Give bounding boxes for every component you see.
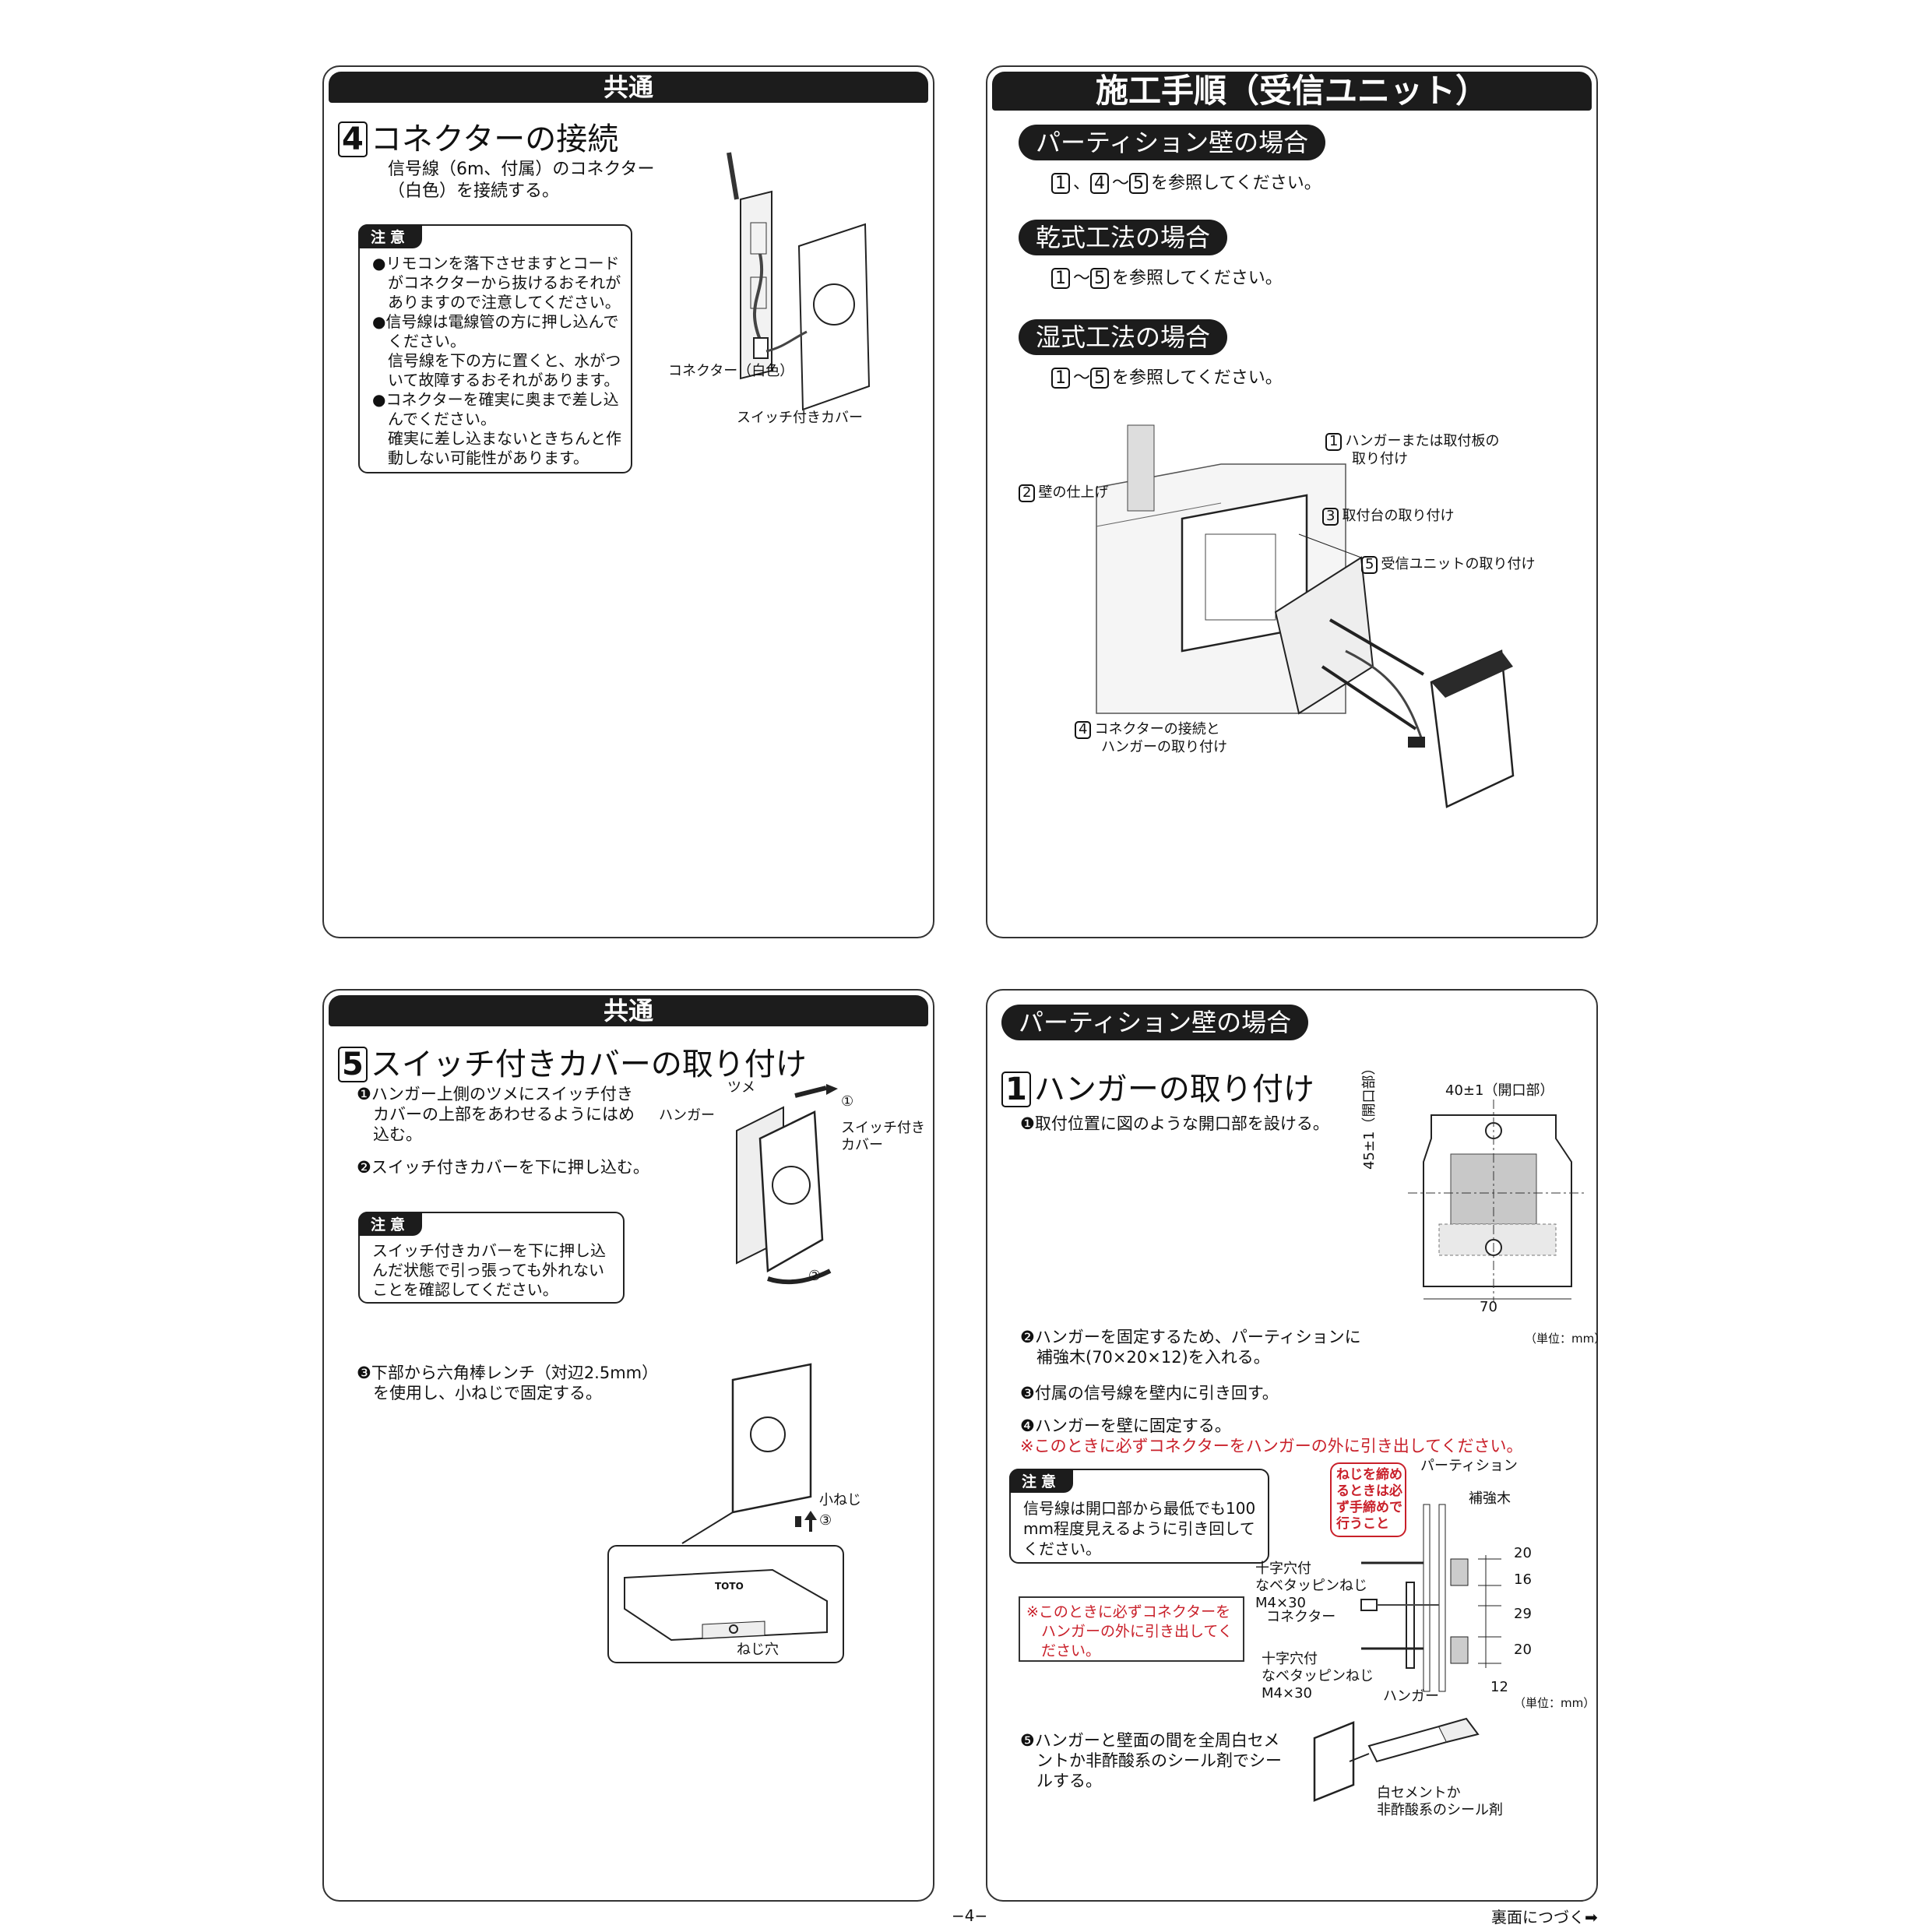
screw-fix-illustration xyxy=(681,1363,817,1544)
caution-box: 注意 スイッチ付きカバーを下に押し込んだ状態で引っ張っても外れないことを確認して… xyxy=(358,1212,625,1304)
dim-12: 12 xyxy=(1490,1679,1508,1695)
dim-top: 40±1（開口部） xyxy=(1445,1082,1554,1099)
caution-tag: 注意 xyxy=(1009,1469,1074,1493)
continue-note: 裏面につづく➡ xyxy=(1491,1908,1598,1927)
red-note-box: ※このときに必ずコネクターを ハンガーの外に引き出してく ださい。 xyxy=(1019,1596,1244,1662)
step-2: ❷スイッチ付きカバーを下に押し込む。 xyxy=(357,1158,649,1177)
receiver-exploded-illustration xyxy=(1096,424,1515,808)
label-screw: 小ねじ xyxy=(819,1492,861,1508)
panel-header: 施工手順（受信ユニット） xyxy=(992,72,1592,111)
section-pill-partition: パーティション壁の場合 xyxy=(1019,125,1326,160)
step-number: 1 xyxy=(1001,1072,1031,1107)
zoom-inset: TOTO ねじ穴 xyxy=(607,1545,844,1663)
step-1: ❶取付位置に図のような開口部を設ける。 xyxy=(1020,1114,1329,1133)
caution-box: 注意 ●リモコンを落下させますとコード がコネクターから抜けるおそれが あります… xyxy=(358,224,632,473)
seal-illustration xyxy=(1313,1717,1480,1802)
step-3: ❸付属の信号線を壁内に引き回す。 xyxy=(1020,1384,1279,1402)
page-number: −4− xyxy=(952,1906,988,1925)
step-1: ❶ハンガー上側のツメにスイッチ付き カバーの上部をあわせるようにはめ 込む。 xyxy=(357,1085,635,1144)
label-seal: 白セメントか非酢酸系のシール剤 xyxy=(1377,1785,1503,1818)
label-brand: TOTO xyxy=(715,1581,744,1592)
step-4: ❹ハンガーを壁に固定する。 ※このときに必ずコネクターをハンガーの外に引き出して… xyxy=(1020,1416,1523,1455)
unit-label: （単位：mm） xyxy=(1525,1332,1606,1346)
dim-20b: 20 xyxy=(1514,1642,1532,1658)
step-5: ❺ハンガーと壁面の間を全周白セメ ントか非酢酸系のシール剤でシー ルする。 xyxy=(1020,1731,1282,1790)
section-pill-dry: 乾式工法の場合 xyxy=(1019,220,1228,255)
screw-hole-closeup xyxy=(624,1568,828,1642)
step-number: 4 xyxy=(338,121,368,157)
caution-text: スイッチ付きカバーを下に押し込んだ状態で引っ張っても外れないことを確認してくださ… xyxy=(372,1241,606,1299)
step-3: ❸下部から六角棒レンチ（対辺2.5mm） を使用し、小ねじで固定する。 xyxy=(357,1364,659,1402)
label-cover-2: カバー xyxy=(841,1137,883,1153)
remote-connector-illustration xyxy=(727,152,871,411)
unit-label-2: （単位：mm） xyxy=(1514,1696,1596,1710)
panel-header: 共通 xyxy=(329,995,928,1026)
label-hanger: ハンガー xyxy=(1383,1688,1439,1705)
label-mark-2: ② xyxy=(808,1268,822,1284)
label-switch-cover: スイッチ付きカバー xyxy=(737,410,863,426)
label-mark-3: ③ xyxy=(819,1512,832,1529)
dim-16: 16 xyxy=(1514,1571,1532,1588)
label-partition: パーティション xyxy=(1420,1458,1518,1474)
section-pill-wet: 湿式工法の場合 xyxy=(1019,319,1228,355)
panel-header: 共通 xyxy=(329,72,928,103)
caution-text: ●リモコンを落下させますとコード がコネクターから抜けるおそれが ありますので注… xyxy=(372,254,621,467)
label-cover-1: スイッチ付き xyxy=(841,1120,925,1136)
label-connector: コネクター（白色） xyxy=(668,363,794,379)
dim-bottom: 70 xyxy=(1480,1299,1497,1315)
cover-attach-illustration xyxy=(736,1084,838,1285)
section-pill: パーティション壁の場合 xyxy=(1001,1005,1309,1040)
opening-diagram xyxy=(1408,1100,1587,1302)
bubble-text: ねじを締めるときは必ず手締めで行うこと xyxy=(1336,1467,1402,1532)
label-connector: コネクター xyxy=(1266,1609,1336,1625)
label-screw-hole: ねじ穴 xyxy=(737,1642,779,1658)
step-number: 5 xyxy=(338,1047,368,1082)
handtighten-bubble: ねじを締めるときは必ず手締めで行うこと xyxy=(1330,1462,1406,1537)
section-diagram xyxy=(1360,1504,1501,1692)
step-2: ❷ハンガーを固定するため、パーティションに 補強木(70×20×12)を入れる。 xyxy=(1020,1328,1361,1367)
step-description: 信号線（6m、付属）のコネクター（白色）を接続する。 xyxy=(388,160,655,201)
caution-tag: 注意 xyxy=(358,1212,423,1236)
dim-29: 29 xyxy=(1514,1606,1532,1622)
dim-20a: 20 xyxy=(1514,1545,1532,1561)
label-mark-1: ① xyxy=(841,1093,854,1110)
red-note-text: ※このときに必ずコネクターを ハンガーの外に引き出してく ださい。 xyxy=(1026,1603,1233,1659)
caution-tag: 注意 xyxy=(358,224,423,248)
label-reinforce: 補強木 xyxy=(1469,1490,1511,1507)
label-hanger: ハンガー xyxy=(659,1107,715,1124)
dim-side: 45±1（開口部） xyxy=(1361,1061,1378,1170)
label-tsume: ツメ xyxy=(727,1079,755,1096)
